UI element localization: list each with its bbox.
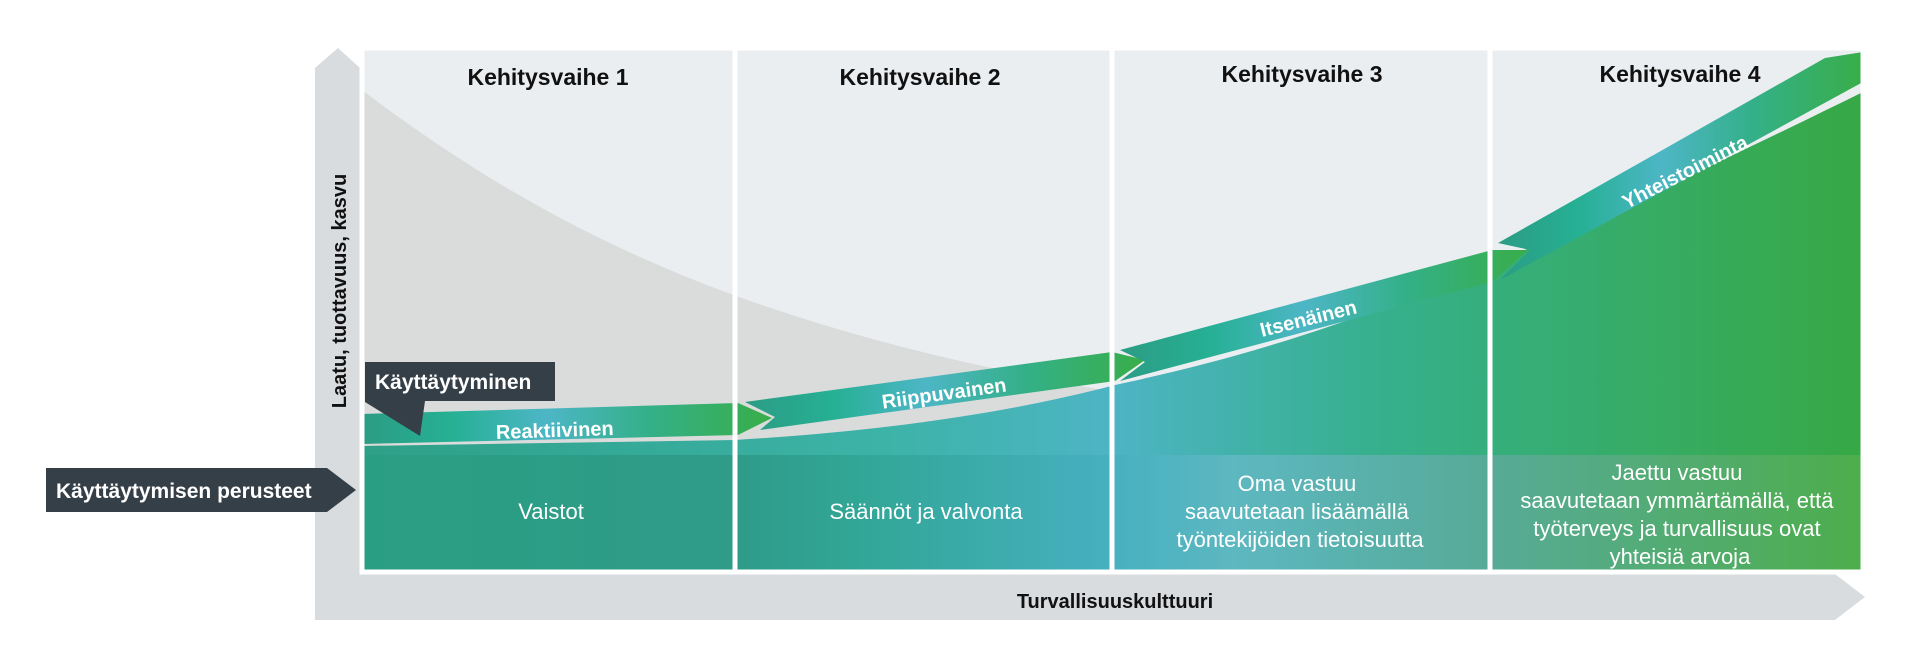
basis-text-1: Vaistot <box>518 499 584 524</box>
growth-arrow-segments <box>362 52 1863 444</box>
basis-text-4: Jaettu vastuu saavutetaan ymmärtämällä, … <box>1520 460 1839 569</box>
behavior-tag-shape <box>365 362 555 436</box>
basis-tag-shape <box>46 468 356 512</box>
arrow-segment-3 <box>1120 250 1528 381</box>
basis-text-2: Säännöt ja valvonta <box>829 499 1023 524</box>
x-axis-arrow <box>315 574 1865 620</box>
stage-dividers <box>732 48 1493 572</box>
basis-text-3: Oma vastuu saavutetaan lisäämällä työnte… <box>1176 471 1424 552</box>
basis-tag-label: Käyttäytymisen perusteet <box>56 480 312 503</box>
panel-border <box>359 45 1866 575</box>
arrow-segment-1 <box>362 403 772 444</box>
arrow-segment-4 <box>1498 52 1863 280</box>
arrow-segment-2 <box>745 352 1145 430</box>
stage-title-3: Kehitysvaihe 3 <box>1221 61 1382 87</box>
stage-title-1: Kehitysvaihe 1 <box>467 64 628 90</box>
stage-title-2: Kehitysvaihe 2 <box>839 64 1000 90</box>
y-axis-label: Laatu, tuottavuus, kasvu <box>329 174 351 409</box>
arrow-label-1: Reaktiivinen <box>496 418 615 444</box>
stage-title-4: Kehitysvaihe 4 <box>1599 61 1760 87</box>
x-axis-label: Turvallisuuskulttuuri <box>1017 591 1213 613</box>
behavior-tag-label: Käyttäytyminen <box>375 371 531 394</box>
